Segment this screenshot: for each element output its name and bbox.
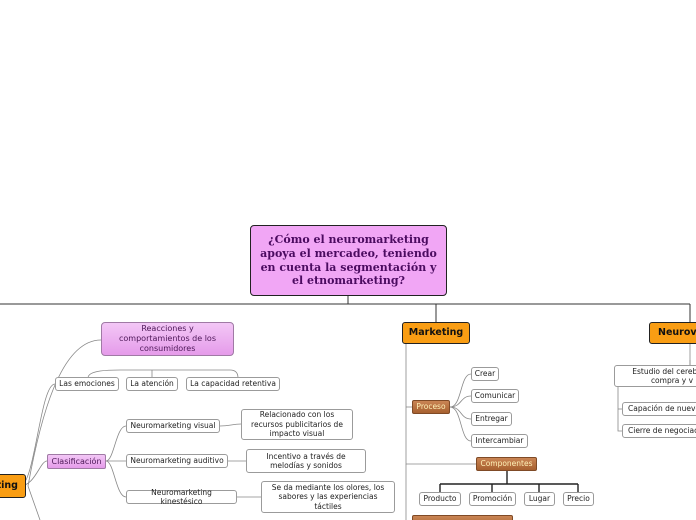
right-item-closing[interactable]: Cierre de negociac xyxy=(622,424,696,438)
type-visual[interactable]: Neuromarketing visual xyxy=(126,419,220,433)
left-branch-label: ting xyxy=(0,480,18,492)
type-auditory[interactable]: Neuromarketing auditivo xyxy=(126,454,228,468)
type-kinesthetic[interactable]: Neuromarketing kinestésico xyxy=(126,488,237,506)
right-item-capture[interactable]: Capación de nuevo xyxy=(622,402,696,416)
reaction-item-emotions[interactable]: Las emociones xyxy=(55,377,119,391)
process-label: Proceso xyxy=(416,402,446,412)
root-question-text: ¿Cómo el neuromarketing apoya el mercade… xyxy=(260,233,437,288)
right-item-brain-study[interactable]: Estudio del cerebro a compra y v xyxy=(614,365,696,387)
component-item-place[interactable]: Lugar xyxy=(524,492,555,506)
classification-label: Clasificación xyxy=(51,456,102,466)
desc-kinesthetic[interactable]: Se da mediante los olores, los sabores y… xyxy=(261,481,395,513)
right-branch-node[interactable]: Neurove xyxy=(649,322,696,344)
desc-auditory[interactable]: Incentivo a través de melodías y sonidos xyxy=(246,449,366,473)
components-label: Componentes xyxy=(480,459,533,469)
marketing-next-node[interactable] xyxy=(412,515,513,520)
reaction-item-retention[interactable]: La capacidad retentiva xyxy=(186,377,280,391)
components-node[interactable]: Componentes xyxy=(476,457,537,471)
component-item-product[interactable]: Producto xyxy=(419,492,461,506)
process-item-exchange[interactable]: Intercambiar xyxy=(471,434,528,448)
component-item-promotion[interactable]: Promoción xyxy=(469,492,516,506)
process-item-deliver[interactable]: Entregar xyxy=(471,412,512,426)
process-item-communicate[interactable]: Comunicar xyxy=(471,389,519,403)
process-node[interactable]: Proceso xyxy=(412,400,450,414)
root-question-node[interactable]: ¿Cómo el neuromarketing apoya el mercade… xyxy=(250,225,447,296)
left-branch-node[interactable]: ting xyxy=(0,474,26,498)
reactions-node[interactable]: Reacciones y comportamientos de los cons… xyxy=(101,322,234,356)
component-item-price[interactable]: Precio xyxy=(563,492,594,506)
process-item-create[interactable]: Crear xyxy=(471,367,499,381)
desc-visual[interactable]: Relacionado con los recursos publicitari… xyxy=(241,409,353,440)
classification-node[interactable]: Clasificación xyxy=(47,454,106,469)
right-branch-label: Neurove xyxy=(658,327,696,339)
marketing-node[interactable]: Marketing xyxy=(402,322,470,344)
reaction-item-attention[interactable]: La atención xyxy=(126,377,178,391)
reactions-label: Reacciones y comportamientos de los cons… xyxy=(119,324,216,353)
marketing-label: Marketing xyxy=(408,327,464,339)
